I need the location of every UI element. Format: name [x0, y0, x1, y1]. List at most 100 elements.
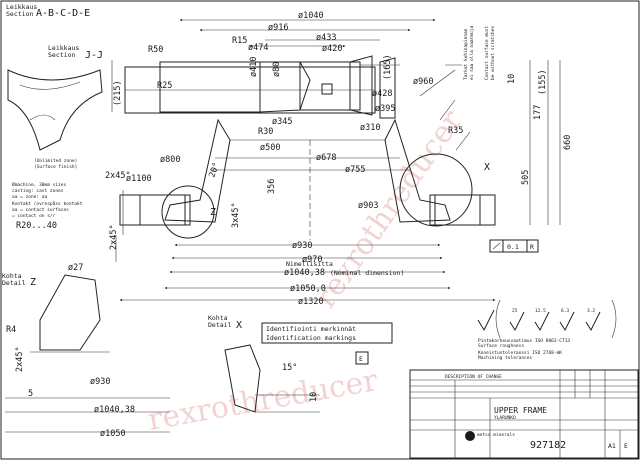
svg-text:ø345: ø345: [272, 117, 292, 127]
svg-text:3x45°: 3x45°: [231, 202, 241, 228]
svg-text:Kohta: Kohta: [208, 314, 228, 322]
svg-text:Identifiointi merkinnät: Identifiointi merkinnät: [266, 325, 356, 333]
section-jj-view: [7, 69, 103, 151]
svg-text:Z: Z: [30, 277, 36, 288]
svg-text:Section: Section: [6, 10, 33, 18]
svg-text:Contact surface must: Contact surface must: [484, 26, 490, 80]
svg-text:aa = zone: aa: aa = zone: aa: [12, 195, 48, 200]
svg-text:ø800: ø800: [160, 155, 180, 165]
svg-text:ei saa olla naarmuja: ei saa olla naarmuja: [469, 26, 475, 80]
svg-text:2x45°: 2x45°: [105, 171, 131, 181]
svg-text:A1: A1: [608, 442, 616, 450]
title-block: DESCRIPTION OF CHANGE UPPER FRAME YLARUN…: [409, 369, 639, 459]
identification-box: Identifiointi merkinnät Identification m…: [261, 322, 393, 365]
svg-text:505: 505: [521, 170, 531, 185]
svg-text:ø678: ø678: [316, 153, 336, 163]
svg-text:ø930: ø930: [292, 241, 312, 251]
svg-text:ø1100: ø1100: [126, 174, 152, 184]
svg-text:X: X: [484, 162, 490, 173]
svg-text:J-J: J-J: [85, 50, 103, 61]
svg-text:X: X: [236, 320, 242, 331]
svg-text:ø1040: ø1040: [298, 11, 324, 21]
svg-text:Leikkaus: Leikkaus: [48, 44, 79, 52]
svg-text:Koneistustoleranssi ISO 2768: Koneistustoleranssi ISO 2768-mK: [478, 350, 562, 356]
svg-text:metso minerals: metso minerals: [477, 432, 515, 438]
svg-text:177: 177: [533, 105, 543, 120]
svg-text:Section: Section: [48, 51, 75, 59]
svg-text:R30: R30: [258, 127, 273, 137]
svg-text:ø310: ø310: [360, 123, 380, 133]
svg-text:UPPER FRAME: UPPER FRAME: [494, 406, 547, 415]
svg-text:(Nominal dimension): (Nominal dimension): [330, 269, 404, 277]
svg-text:356: 356: [267, 179, 277, 194]
svg-text:Machining tolerances: Machining tolerances: [478, 355, 532, 361]
svg-text:ø916: ø916: [268, 23, 288, 33]
svg-text:10: 10: [309, 392, 319, 402]
svg-text:ø500: ø500: [260, 143, 280, 153]
svg-text:Detail: Detail: [2, 279, 26, 287]
svg-text:= contact on s/r: = contact on s/r: [12, 213, 56, 219]
svg-text:ø960: ø960: [413, 77, 433, 87]
company-logo: metso minerals: [465, 431, 515, 441]
svg-text:R15: R15: [232, 36, 247, 46]
svg-text:ø474: ø474: [248, 43, 268, 53]
svg-text:Tarkat kuhinapinnan: Tarkat kuhinapinnan: [463, 28, 469, 80]
svg-text:Detail: Detail: [208, 321, 232, 329]
svg-text:2x45°: 2x45°: [15, 346, 25, 372]
svg-text:rexrothreducer: rexrothreducer: [308, 104, 470, 315]
svg-text:(215): (215): [113, 80, 123, 106]
svg-text:DESCRIPTION OF CHANGE: DESCRIPTION OF CHANGE: [445, 374, 502, 380]
svg-text:YLARUNKO: YLARUNKO: [494, 415, 516, 421]
svg-text:(Unlimited zone): (Unlimited zone): [34, 158, 77, 164]
tolerance-frame: 0.1 R: [489, 239, 539, 253]
svg-text:660: 660: [563, 135, 573, 150]
svg-text:E: E: [359, 355, 363, 363]
svg-text:ø27: ø27: [68, 263, 83, 273]
svg-text:Kohta: Kohta: [2, 272, 22, 280]
nominal-note: Nimellisitta (Nominal dimension): [286, 260, 404, 277]
svg-text:ø970: ø970: [302, 255, 322, 265]
svg-text:(155): (155): [538, 69, 548, 95]
svg-text:A-B-C-D-E: A-B-C-D-E: [36, 8, 90, 19]
svg-text:R35: R35: [448, 126, 463, 136]
detail-x: Kohta Detail X 15° 10: [208, 314, 320, 413]
main-section-view: [111, 18, 561, 302]
svg-text:ø930: ø930: [90, 377, 110, 387]
top-right-notes: Tarkat kuhinapinnan ei saa olla naarmuja…: [463, 26, 496, 80]
svg-text:be without scratches: be without scratches: [490, 26, 496, 80]
svg-text:ø1040,38: ø1040,38: [94, 405, 135, 415]
svg-text:ø755: ø755: [345, 165, 365, 175]
section-label-abcde: Leikkaus Section A-B-C-D-E: [6, 3, 90, 19]
svg-text:Surface roughness: Surface roughness: [478, 343, 524, 349]
svg-text:R20...40: R20...40: [16, 221, 57, 231]
svg-text:(Surface finish): (Surface finish): [34, 164, 77, 170]
main-dimensions: ø1040 ø916 ø474 ø433 ø420 R50 R15 R25 ø4…: [105, 11, 573, 307]
svg-text:927182: 927182: [530, 440, 566, 451]
svg-text:6.3: 6.3: [561, 308, 569, 314]
svg-text:ø1040,38: ø1040,38: [284, 268, 325, 278]
svg-text:R4: R4: [6, 325, 16, 335]
svg-text:ø1050,0: ø1050,0: [290, 284, 326, 294]
svg-text:Ømachine, 30mm sizes: Ømachine, 30mm sizes: [12, 181, 66, 188]
svg-text:Z: Z: [210, 207, 216, 218]
svg-text:R50: R50: [148, 45, 163, 55]
svg-text:ø433: ø433: [316, 33, 336, 43]
svg-text:ø410: ø410: [249, 57, 259, 77]
svg-text:Pintakarheusvaatimus ISO 80: Pintakarheusvaatimus ISO 8062-CT13: [478, 338, 570, 344]
svg-text:Leikkaus: Leikkaus: [6, 3, 37, 11]
svg-text:3.2: 3.2: [587, 308, 595, 314]
svg-text:0.1: 0.1: [507, 243, 519, 251]
right-block-notes: Pintakarheusvaatimus ISO 8062-CT13 Surfa…: [478, 338, 570, 361]
svg-text:(165): (165): [383, 54, 393, 80]
svg-text:5: 5: [28, 389, 33, 399]
svg-text:ø395: ø395: [375, 104, 395, 114]
svg-text:casting: cast zones: casting: cast zones: [12, 188, 64, 194]
svg-text:ø903: ø903: [358, 201, 378, 211]
svg-text:ø80: ø80: [272, 62, 282, 77]
svg-text:R25: R25: [157, 81, 172, 91]
svg-text:25: 25: [512, 308, 518, 314]
roughness-symbols: 25 12.5 6.3 3.2: [477, 299, 617, 339]
svg-text:10: 10: [507, 74, 517, 84]
svg-text:ø420: ø420: [322, 44, 342, 54]
